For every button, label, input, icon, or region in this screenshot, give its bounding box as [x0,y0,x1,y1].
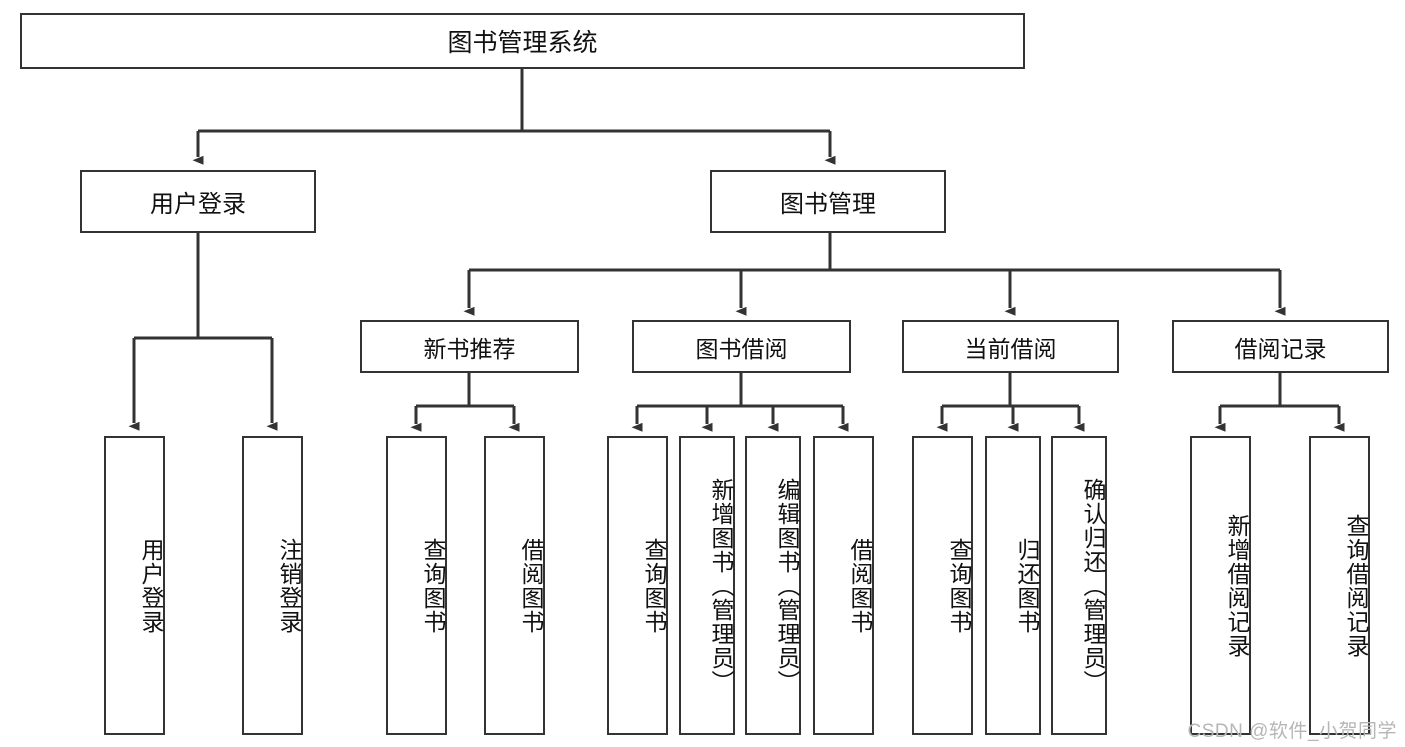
node-leaf-query-book-3[interactable]: 查询图书 [912,436,973,735]
node-current-borrow[interactable]: 当前借阅 [902,320,1119,373]
node-leaf-borrow-book-2[interactable]: 借阅图书 [813,436,874,735]
node-leaf-borrow-book-2-label: 借阅图书 [847,537,873,634]
node-current-borrow-label: 当前借阅 [964,335,1057,362]
node-root-label: 图书管理系统 [447,29,598,57]
node-leaf-add-book-label: 新增图书（管理员） [708,477,734,694]
node-leaf-query-book-2[interactable]: 查询图书 [607,436,668,735]
node-leaf-user-logout-label: 注销登录 [276,537,302,634]
node-leaf-query-record-label: 查询借阅记录 [1343,513,1369,658]
node-new-book-recommend[interactable]: 新书推荐 [360,320,579,373]
node-borrow-record[interactable]: 借阅记录 [1172,320,1389,373]
node-book-manage[interactable]: 图书管理 [710,170,946,233]
node-user-login[interactable]: 用户登录 [80,170,316,233]
node-leaf-confirm-return-label: 确认归还（管理员） [1080,477,1106,694]
node-leaf-borrow-book-1[interactable]: 借阅图书 [484,436,545,735]
node-leaf-edit-book-label: 编辑图书（管理员） [774,477,800,694]
node-book-borrow-label: 图书借阅 [695,335,788,362]
node-leaf-add-record[interactable]: 新增借阅记录 [1190,436,1251,735]
node-leaf-return-book-label: 归还图书 [1014,537,1040,634]
node-borrow-record-label: 借阅记录 [1234,335,1327,362]
node-leaf-return-book[interactable]: 归还图书 [985,436,1041,735]
node-book-borrow[interactable]: 图书借阅 [632,320,851,373]
node-new-book-recommend-label: 新书推荐 [423,335,516,362]
node-leaf-query-record[interactable]: 查询借阅记录 [1309,436,1370,735]
node-leaf-add-record-label: 新增借阅记录 [1224,513,1250,658]
watermark: CSDN @软件_小贺同学 [1187,721,1397,742]
node-leaf-query-book-2-label: 查询图书 [641,537,667,634]
node-user-login-label: 用户登录 [150,191,246,218]
node-book-manage-label: 图书管理 [780,191,876,218]
node-leaf-query-book-1-label: 查询图书 [420,537,446,634]
node-leaf-user-login[interactable]: 用户登录 [104,436,165,735]
node-leaf-borrow-book-1-label: 借阅图书 [518,537,544,634]
node-root[interactable]: 图书管理系统 [20,13,1025,69]
node-leaf-user-logout[interactable]: 注销登录 [242,436,303,735]
node-leaf-add-book[interactable]: 新增图书（管理员） [679,436,735,735]
node-leaf-query-book-3-label: 查询图书 [946,537,972,634]
node-leaf-confirm-return[interactable]: 确认归还（管理员） [1051,436,1107,735]
node-leaf-user-login-label: 用户登录 [138,537,164,634]
node-leaf-edit-book[interactable]: 编辑图书（管理员） [745,436,801,735]
node-leaf-query-book-1[interactable]: 查询图书 [386,436,447,735]
